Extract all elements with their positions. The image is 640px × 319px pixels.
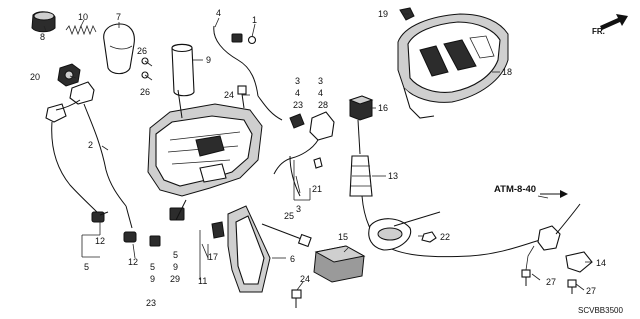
part-bolts-27: [521, 269, 577, 294]
callout-24: 24: [300, 274, 310, 284]
callout-5: 5: [173, 250, 178, 260]
callout-23: 23: [146, 298, 156, 308]
reference-arrow: [540, 190, 568, 198]
callout-3: 3: [295, 76, 300, 86]
callout-25: 25: [284, 211, 294, 221]
part-lock-solenoid: [348, 95, 374, 121]
callout-18: 18: [502, 67, 512, 77]
callout-19: 19: [378, 9, 388, 19]
part-connectors-left: [91, 205, 137, 243]
callout-7: 7: [116, 12, 121, 22]
part-connectors-mid: [149, 199, 187, 247]
callout-26: 26: [137, 46, 147, 56]
part-bracket: [211, 205, 271, 293]
callout-3: 3: [296, 204, 301, 214]
callout-21: 21: [312, 184, 322, 194]
part-indicator-panel: [397, 13, 509, 119]
callout-10: 10: [78, 12, 88, 22]
part-bolt-upper: [237, 85, 247, 109]
part-clip-small: [213, 25, 259, 97]
callout-23: 23: [293, 100, 303, 110]
part-cable-end: [525, 203, 593, 273]
part-screws: [141, 57, 153, 81]
callout-4: 4: [318, 88, 323, 98]
callout-leaders: [43, 13, 592, 291]
part-button-assy: [57, 63, 81, 87]
callout-27: 27: [586, 286, 596, 296]
callout-16: 16: [378, 103, 388, 113]
callout-24: 24: [224, 90, 234, 100]
part-knob-cap: [31, 11, 56, 33]
part-shifter-body: [147, 89, 263, 197]
callout-14: 14: [596, 258, 606, 268]
callout-13: 13: [388, 171, 398, 181]
part-shift-knob: [103, 23, 135, 75]
front-label: FR.: [592, 27, 605, 36]
callout-1: 1: [252, 15, 257, 25]
callout-3: 3: [318, 76, 323, 86]
part-bolt-lower: [291, 289, 302, 308]
part-shift-cable: [349, 119, 541, 258]
callout-9: 9: [150, 274, 155, 284]
callout-9: 9: [206, 55, 211, 65]
callout-29: 29: [170, 274, 180, 284]
group-brackets: [199, 160, 311, 280]
part-spring: [65, 24, 97, 36]
callout-9: 9: [173, 262, 178, 272]
callout-2: 2: [88, 140, 93, 150]
callout-11: 11: [198, 276, 207, 286]
part-nut: [421, 231, 437, 243]
callout-12: 12: [95, 236, 105, 246]
diagram-code: SCVBB3500: [578, 306, 623, 315]
callout-22: 22: [440, 232, 450, 242]
callout-17: 17: [208, 252, 218, 262]
part-clips-mid: [257, 95, 335, 197]
callout-5: 5: [150, 262, 155, 272]
callout-6: 6: [290, 254, 295, 264]
callout-4: 4: [295, 88, 300, 98]
part-lever-tube: [171, 43, 195, 97]
callout-12: 12: [128, 257, 138, 267]
callout-26: 26: [140, 87, 150, 97]
callout-8: 8: [40, 32, 45, 42]
part-module: [313, 245, 366, 283]
callout-4: 4: [216, 8, 221, 18]
part-harness: [45, 81, 127, 216]
callout-5: 5: [84, 262, 89, 272]
atm-reference-label: ATM-8-40: [494, 184, 536, 195]
callout-27: 27: [546, 277, 556, 287]
callout-28: 28: [318, 100, 328, 110]
callout-15: 15: [338, 232, 348, 242]
callout-20: 20: [30, 72, 40, 82]
front-arrow: [600, 14, 628, 30]
part-long-bolt: [261, 223, 312, 248]
